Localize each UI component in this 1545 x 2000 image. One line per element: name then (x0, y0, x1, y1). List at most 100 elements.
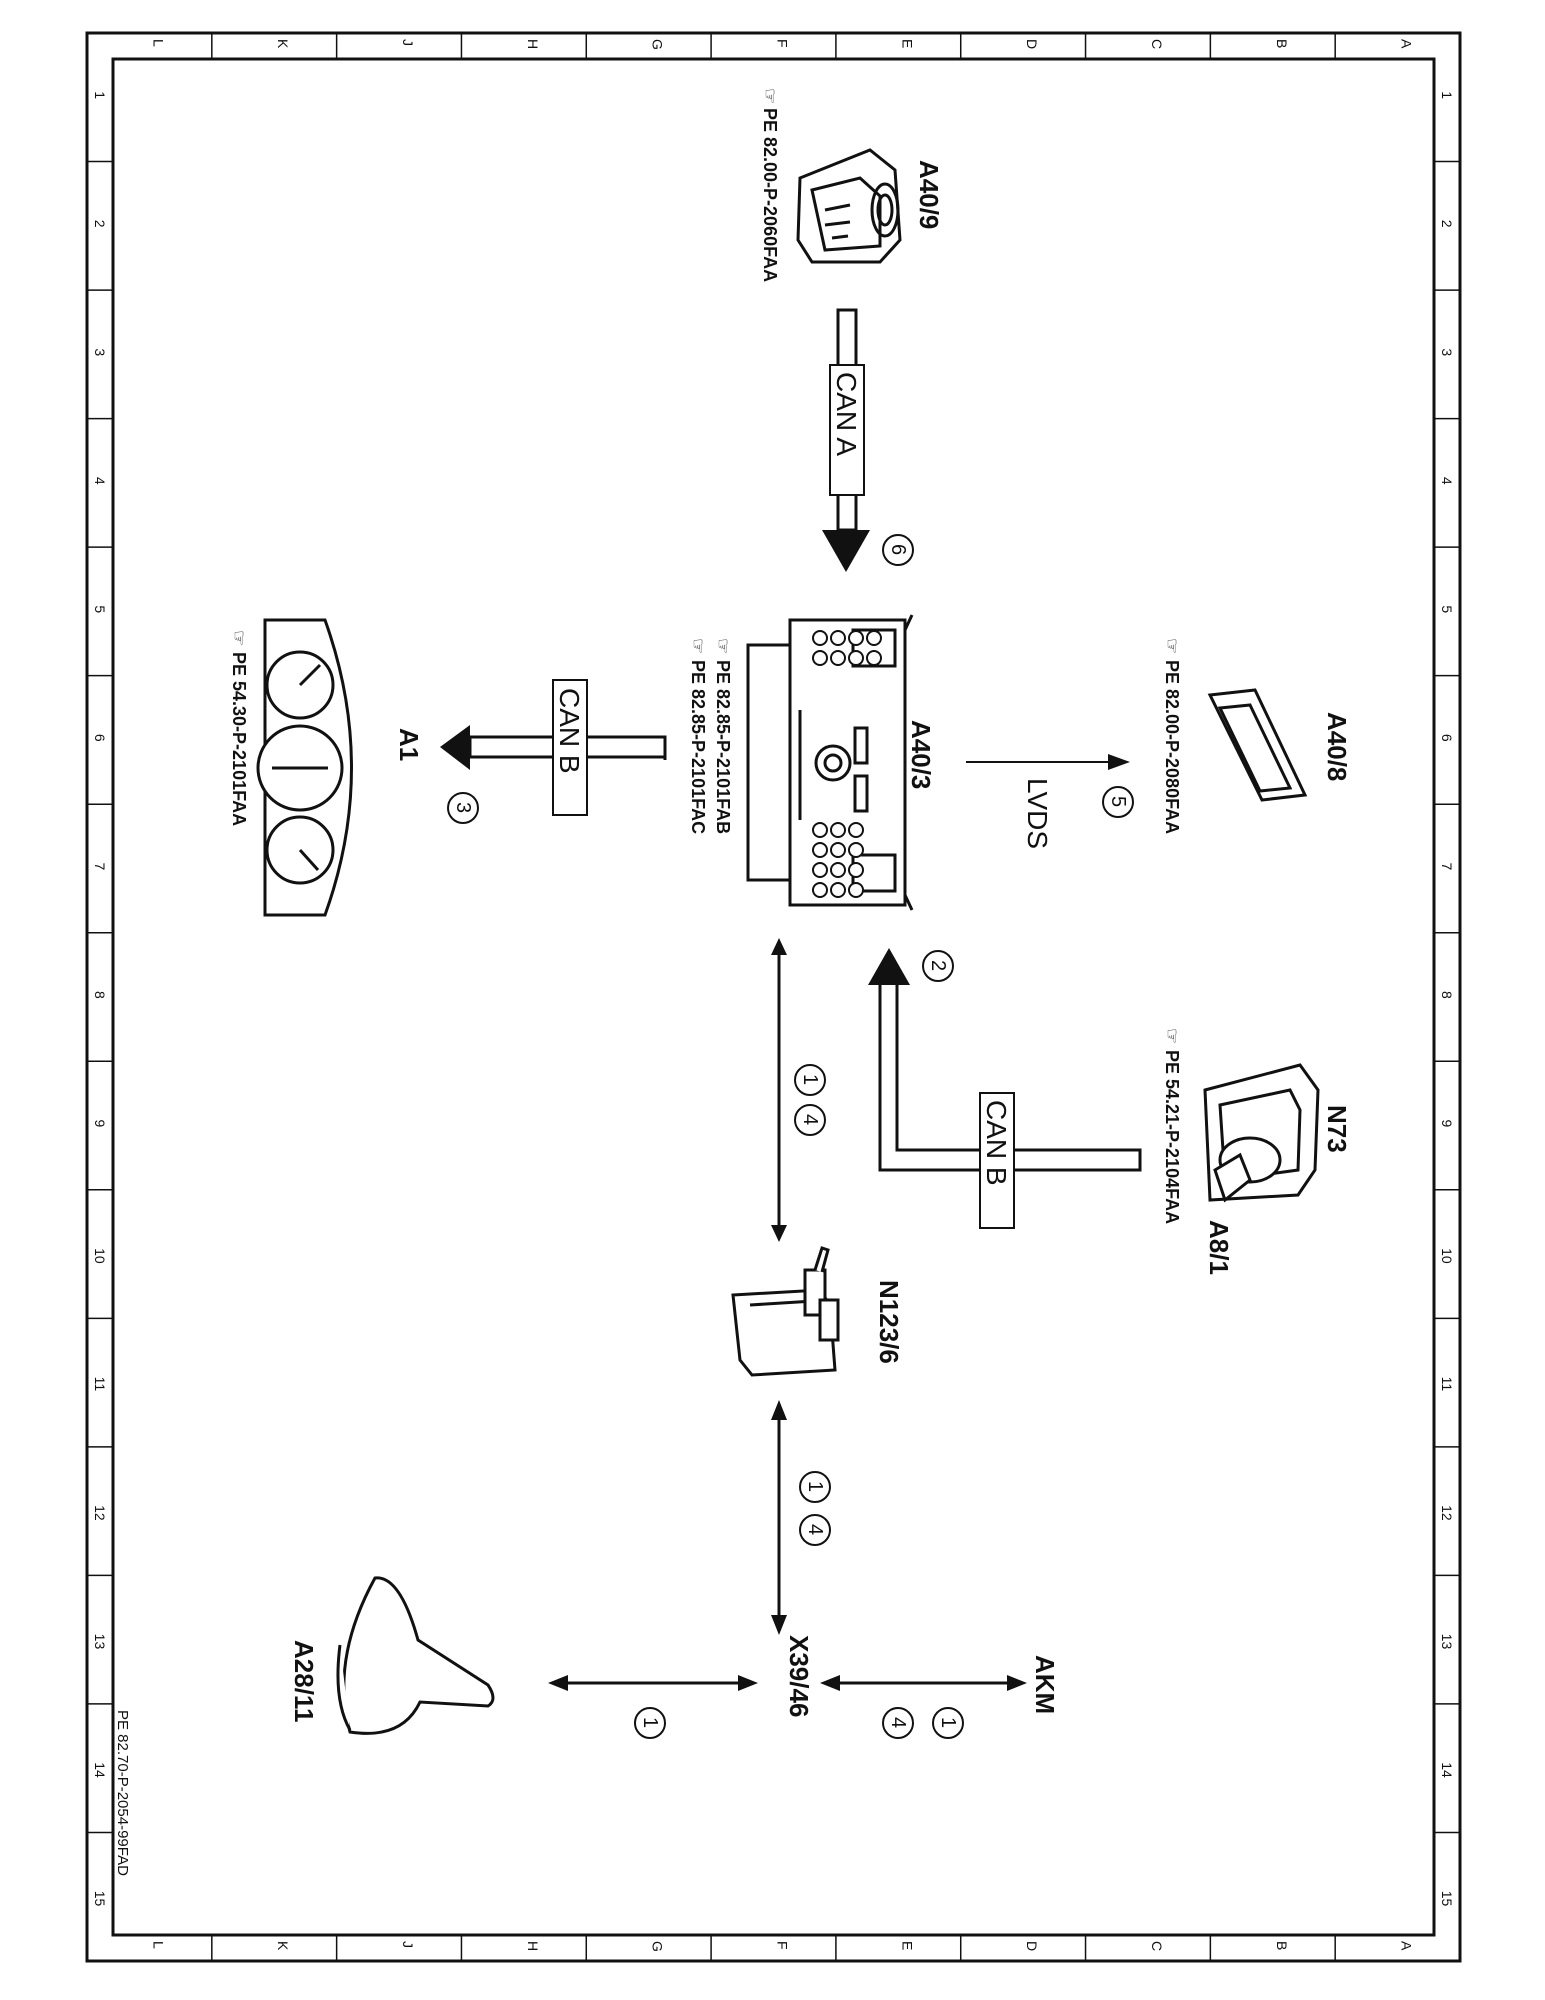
display-icon (1207, 688, 1308, 802)
head-unit-button (830, 650, 846, 666)
grid-label: G (650, 1941, 666, 1952)
a1-component[interactable]: A1 PE 54.30-P-2101FAA ☞ (229, 618, 424, 917)
svg-text:1: 1 (937, 1717, 959, 1728)
grid-label: J (400, 1941, 416, 1948)
grid-label: 10 (1439, 1248, 1455, 1264)
svg-text:5: 5 (1107, 796, 1129, 807)
link-x39-46-akm (820, 1675, 1027, 1691)
x39-46-label[interactable]: X39/46 (784, 1635, 814, 1717)
head-unit-button (812, 882, 828, 898)
head-unit-button (830, 882, 846, 898)
marker-4: 4 (799, 1514, 831, 1546)
hand-pointer-icon: ☞ (229, 630, 249, 646)
control-module-icon (731, 1246, 840, 1377)
head-unit-button (812, 842, 828, 858)
marker-3: 3 (447, 792, 479, 824)
hand-pointer-icon: ☞ (688, 638, 708, 654)
marker-5: 5 (1102, 786, 1134, 818)
a40-3-ref1: PE 82.85-P-2101FAB (713, 660, 733, 834)
grid-label: 2 (1439, 220, 1455, 228)
grid-label: F (775, 39, 791, 48)
lvds-arrowhead (1108, 754, 1130, 770)
can-a-label: CAN A (831, 372, 862, 456)
grid-label: 5 (92, 605, 108, 613)
grid-label: 7 (92, 862, 108, 870)
inner-frame (111, 57, 1436, 1937)
grid-label: A (1399, 1941, 1415, 1951)
grid-label: 1 (1439, 91, 1455, 99)
head-unit-button (848, 822, 864, 838)
grid-label: F (775, 1941, 791, 1950)
n73-ref: PE 54.21-P-2104FAA (1162, 1050, 1182, 1224)
head-unit-button (812, 630, 828, 646)
grid-label: 5 (1439, 605, 1455, 613)
a40-8-component[interactable]: A40/8 PE 82.00-P-2080FAA ☞ (1162, 638, 1352, 834)
svg-text:6: 6 (887, 544, 909, 555)
head-unit-button (830, 862, 846, 878)
a40-3-ref2: PE 82.85-P-2101FAC (688, 660, 708, 834)
can-b-a1-arrowhead (440, 725, 470, 770)
a40-8-label: A40/8 (1322, 712, 1352, 781)
head-unit-button (848, 862, 864, 878)
head-unit-button (812, 650, 828, 666)
n73-label: N73 (1322, 1105, 1352, 1153)
marker-1: 1 (634, 1707, 666, 1739)
grid-label: 11 (92, 1377, 108, 1392)
head-unit-button (830, 630, 846, 646)
can-a-arrowhead (822, 530, 870, 572)
grid-label: 1 (92, 91, 108, 99)
grid-label: H (525, 39, 541, 49)
a28-11-label: A28/11 (289, 1640, 319, 1722)
hand-pointer-icon: ☞ (760, 88, 780, 104)
grid-label: 12 (1439, 1505, 1455, 1521)
grid-label: 4 (1439, 477, 1455, 485)
can-b-n73-label: CAN B (981, 1100, 1012, 1186)
a40-3-component[interactable]: A40/3 PE 82.85-P-2101FAB PE 82.85-P-2101… (688, 614, 936, 911)
n123-6-label: N123/6 (874, 1280, 904, 1364)
a28-11-component[interactable]: A28/11 (289, 1576, 495, 1735)
grid-label: L (150, 1941, 166, 1949)
a40-3-label: A40/3 (906, 720, 936, 789)
hand-pointer-icon: ☞ (1162, 638, 1182, 654)
grid-label: 6 (92, 734, 108, 742)
can-a-connection: CAN A (822, 308, 870, 572)
head-unit-button (830, 822, 846, 838)
head-unit-button (866, 630, 882, 646)
grid-label: 14 (1439, 1762, 1455, 1778)
grid-label: H (525, 1941, 541, 1951)
head-unit-button (848, 650, 864, 666)
hand-pointer-icon: ☞ (1162, 1028, 1182, 1044)
n123-6-component[interactable]: N123/6 (731, 1246, 904, 1377)
head-unit-button (848, 630, 864, 646)
instrument-cluster-icon (256, 618, 353, 917)
svg-text:4: 4 (887, 1717, 909, 1728)
svg-text:1: 1 (799, 1074, 821, 1085)
grid-label: 15 (92, 1891, 108, 1907)
head-unit-button (848, 882, 864, 898)
a1-label: A1 (394, 728, 424, 761)
lvds-label: LVDS (1022, 778, 1053, 849)
marker-4: 4 (882, 1707, 914, 1739)
grid-label: 9 (1439, 1120, 1455, 1128)
n73-component[interactable]: N73 A8/1 PE 54.21-P-2104FAA ☞ (1162, 1028, 1352, 1275)
head-unit-icon (746, 614, 914, 911)
grid-label: E (899, 39, 915, 48)
grid-label: 3 (1439, 348, 1455, 356)
ignition-switch-icon (1203, 1063, 1320, 1203)
camera-icon (796, 148, 902, 264)
grid-label: L (150, 39, 166, 47)
grid-label: 13 (92, 1634, 108, 1650)
marker-1: 1 (932, 1707, 964, 1739)
grid-label: A (1399, 39, 1415, 49)
svg-text:4: 4 (799, 1114, 821, 1125)
head-unit-button (812, 862, 828, 878)
marker-4: 4 (794, 1104, 826, 1136)
a40-9-component[interactable]: A40/9 PE 82.00-P-2060FAA ☞ (760, 88, 944, 282)
grid-label: D (1024, 39, 1040, 49)
grid-label: 8 (92, 991, 108, 999)
grid-label: K (275, 39, 291, 49)
antenna-icon (336, 1576, 495, 1735)
marker-1: 1 (794, 1064, 826, 1096)
grid-label: 11 (1439, 1377, 1455, 1392)
akm-label[interactable]: AKM (1030, 1655, 1060, 1714)
